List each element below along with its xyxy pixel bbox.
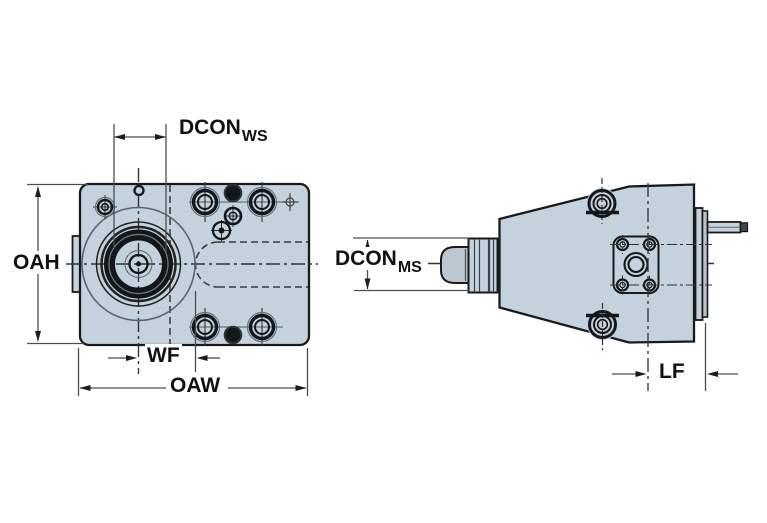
dimension-dcon-ws bbox=[113, 124, 167, 252]
arrowhead bbox=[126, 355, 137, 361]
clamp-bolt bbox=[246, 311, 278, 343]
coupling-dome bbox=[440, 246, 470, 284]
drive-shaft bbox=[706, 221, 749, 234]
top-center-hole bbox=[133, 184, 145, 197]
arrowhead bbox=[114, 134, 125, 140]
label-wf-main: WF bbox=[147, 344, 180, 367]
side-body-outline bbox=[498, 183, 696, 344]
label-oah-main: OAH bbox=[13, 251, 60, 274]
slope-bolt-bottom bbox=[586, 303, 619, 350]
position-cross-mark bbox=[282, 193, 298, 211]
label-dcon-ms-sub: MS bbox=[397, 259, 422, 276]
arrowhead bbox=[79, 385, 91, 391]
arrowhead bbox=[35, 331, 41, 342]
label-dcon-ws: DCONWS bbox=[177, 116, 270, 145]
arrowhead bbox=[196, 355, 208, 361]
clamp-bolt bbox=[246, 186, 278, 218]
arrowhead bbox=[364, 278, 371, 290]
label-dcon-ws-sub: WS bbox=[241, 128, 268, 145]
bolt-row-bottom bbox=[189, 308, 283, 346]
arrowhead bbox=[707, 371, 718, 377]
front-view bbox=[27, 124, 318, 396]
clamp-bolt bbox=[189, 186, 221, 218]
coupling-collar bbox=[467, 237, 499, 294]
front-centerlines bbox=[66, 168, 318, 374]
dimension-oaw bbox=[77, 348, 309, 396]
pin-hole bbox=[223, 183, 243, 203]
clamp-bolt bbox=[189, 311, 221, 343]
arrowhead bbox=[635, 371, 647, 377]
label-dcon-ms: DCONMS bbox=[333, 247, 424, 276]
dimension-wf bbox=[108, 291, 220, 372]
arrowhead bbox=[35, 186, 41, 197]
rear-flange bbox=[694, 207, 709, 321]
mounting-plate bbox=[610, 235, 712, 295]
slope-bolt-top bbox=[586, 178, 619, 224]
label-wf: WF bbox=[145, 344, 182, 367]
small-bolt bbox=[211, 220, 232, 241]
label-dcon-ws-main: DCON bbox=[179, 116, 241, 139]
label-dcon-ms-main: DCON bbox=[335, 247, 397, 270]
shaft-tip bbox=[739, 222, 749, 233]
label-lf: LF bbox=[657, 360, 687, 383]
label-oaw: OAW bbox=[168, 374, 223, 397]
label-lf-main: LF bbox=[659, 360, 685, 383]
arrowhead bbox=[295, 385, 307, 391]
bolt-top-left bbox=[93, 195, 117, 219]
arrowhead bbox=[155, 134, 166, 140]
label-oah: OAH bbox=[11, 251, 62, 274]
label-oaw-main: OAW bbox=[170, 374, 221, 397]
coupling-boss bbox=[81, 206, 196, 322]
bolt-row-top bbox=[189, 182, 299, 241]
dimension-lf bbox=[612, 323, 738, 391]
pin-hole bbox=[223, 325, 243, 345]
side-view bbox=[353, 178, 749, 391]
center-point bbox=[136, 261, 141, 267]
small-bolt bbox=[223, 205, 243, 227]
